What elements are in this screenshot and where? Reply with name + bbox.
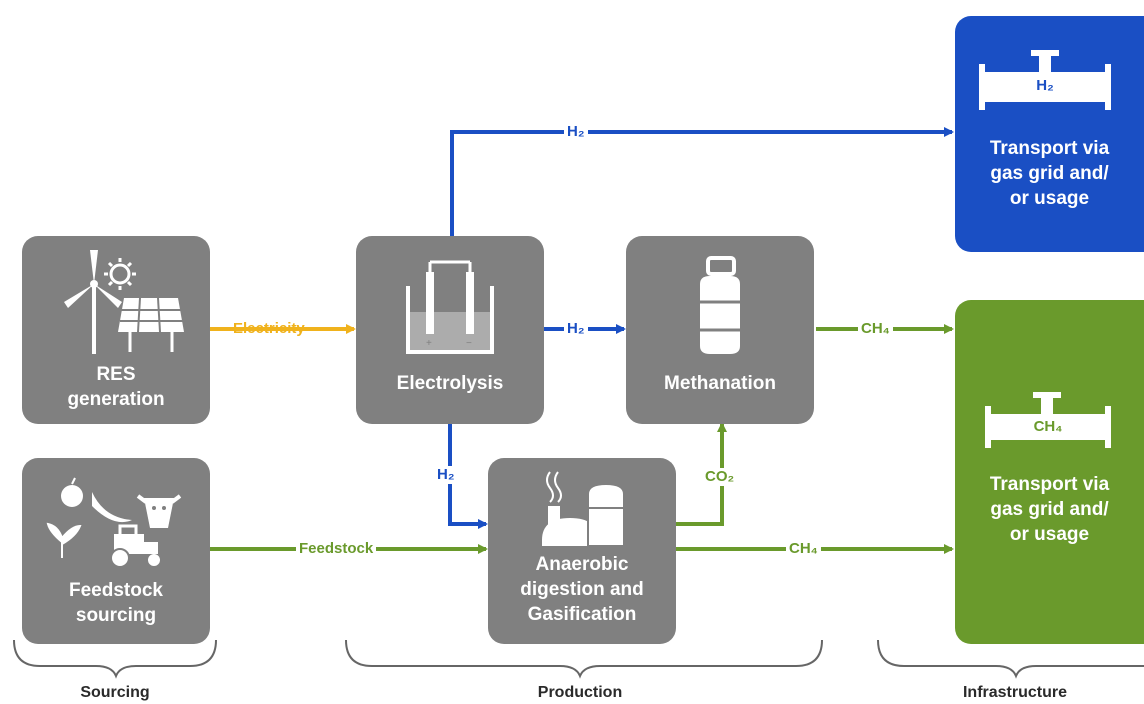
svg-text:−: − (466, 338, 472, 349)
flow-label-ch4-top: CH₄ (858, 320, 893, 338)
arrow-co2 (676, 422, 727, 526)
node-transport-ch4: CH₄ Transport via gas grid and/ or usage (955, 300, 1144, 644)
feedstock-sourcing-label: Feedstock sourcing (69, 580, 163, 626)
anaerobic-digestion-label: Anaerobic digestion and Gasification (520, 554, 644, 625)
pipeline-valve-icon (985, 392, 1111, 448)
flow-label-electricity: Electricity (233, 320, 305, 337)
node-electrolysis: + − Electrolysis (356, 236, 544, 424)
flow-label-ch4-bottom: CH₄ (786, 540, 821, 558)
pipeline-valve-icon (979, 50, 1111, 110)
bracket-infrastructure (877, 639, 1144, 679)
wind-solar-icon (64, 250, 184, 354)
pipe-label-h2: H₂ (1036, 77, 1054, 94)
stage-label-sourcing: Sourcing (80, 684, 150, 701)
stage-label-infrastructure: Infrastructure (962, 684, 1068, 701)
node-methanation: Methanation (626, 236, 814, 424)
bracket-production (345, 639, 823, 679)
pipe-label-ch4: CH₄ (1033, 418, 1063, 435)
transport-h2-label: Transport via gas grid and/ or usage (989, 138, 1110, 209)
node-feedstock-sourcing: Feedstock sourcing (22, 458, 210, 644)
bracket-sourcing (13, 639, 217, 679)
node-anaerobic-digestion: Anaerobic digestion and Gasification (488, 458, 676, 644)
digester-plant-icon (542, 471, 625, 547)
transport-ch4-label: Transport via gas grid and/ or usage (989, 474, 1110, 545)
node-transport-h2: H₂ Transport via gas grid and/ or usage (955, 16, 1144, 252)
svg-text:+: + (426, 338, 432, 349)
methanation-label: Methanation (664, 373, 776, 394)
gas-cylinder-icon (700, 256, 740, 354)
flow-label-feedstock: Feedstock (296, 540, 377, 558)
arrow-h2-down (448, 424, 488, 529)
stage-label-production: Production (537, 684, 623, 701)
arrow-h2-top (450, 127, 954, 236)
electrolysis-label: Electrolysis (396, 373, 504, 394)
flow-label-h2-down: H₂ (434, 466, 458, 484)
farm-icon (46, 477, 182, 568)
flow-label-h2-mid: H₂ (564, 320, 588, 338)
node-res-generation: RES generation (22, 236, 210, 424)
res-generation-label: RES generation (67, 364, 165, 410)
flow-label-h2-top: H₂ (564, 123, 588, 141)
flow-label-co2: CO₂ (702, 468, 738, 486)
electrolysis-cell-icon: + − (406, 260, 494, 354)
